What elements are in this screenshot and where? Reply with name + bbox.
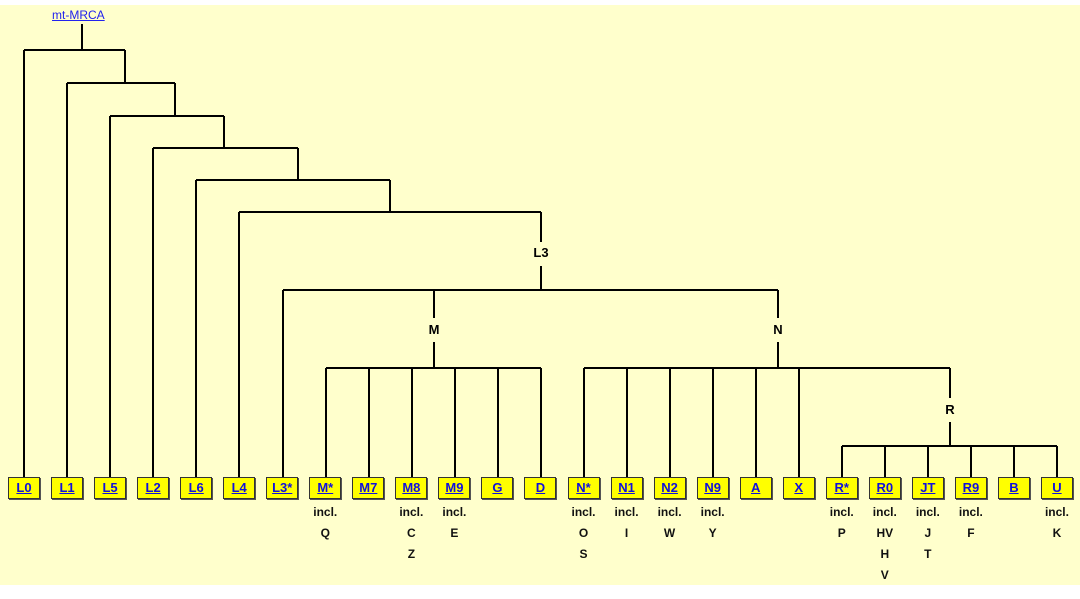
- haplogroup-link[interactable]: L1: [51, 477, 84, 499]
- haplogroup-link[interactable]: L4: [223, 477, 256, 499]
- leaf-haplogroup: N1 incl. I: [610, 477, 643, 544]
- leaf-haplogroup: L3*: [266, 477, 299, 499]
- subclade-label: J: [924, 526, 932, 540]
- leaf-haplogroup: L0: [8, 477, 40, 499]
- leaf-haplogroup: B: [997, 477, 1030, 499]
- subclade-label: W: [663, 526, 676, 540]
- includes-label: incl.: [571, 505, 596, 519]
- leaf-haplogroup: N9 incl. Y: [696, 477, 729, 544]
- haplogroup-link[interactable]: L2: [137, 477, 170, 499]
- subclade-label: Z: [407, 547, 416, 561]
- leaf-haplogroup: M7: [352, 477, 385, 499]
- leaf-haplogroup: A: [739, 477, 772, 499]
- subclade-label: Y: [708, 526, 717, 540]
- haplogroup-link[interactable]: G: [481, 477, 514, 499]
- includes-label: incl.: [1044, 505, 1069, 519]
- includes-label: incl.: [614, 505, 639, 519]
- leaf-haplogroup: L2: [137, 477, 170, 499]
- subclade-label: HV: [876, 526, 894, 540]
- includes-label: incl.: [399, 505, 424, 519]
- root-link-mt-mrca[interactable]: mt-MRCA: [52, 8, 105, 22]
- node-label-r: R: [945, 402, 955, 417]
- leaf-haplogroup: L1: [51, 477, 84, 499]
- haplogroup-link[interactable]: M9: [438, 477, 471, 499]
- haplogroup-link[interactable]: JT: [911, 477, 944, 499]
- leaf-haplogroup: L4: [223, 477, 256, 499]
- haplogroup-link[interactable]: M*: [309, 477, 342, 499]
- node-label-n: N: [773, 322, 783, 337]
- haplogroup-link[interactable]: U: [1040, 477, 1073, 499]
- subclade-label: P: [837, 526, 846, 540]
- leaf-haplogroup: D: [524, 477, 557, 499]
- subclade-label: C: [407, 526, 416, 540]
- node-label-l3: L3: [533, 245, 549, 260]
- includes-label: incl.: [958, 505, 983, 519]
- subclade-label: V: [880, 568, 889, 582]
- haplogroup-link[interactable]: A: [739, 477, 772, 499]
- haplogroup-link[interactable]: L5: [94, 477, 127, 499]
- leaf-haplogroup: R9 incl. F: [954, 477, 987, 544]
- leaf-haplogroup: L6: [180, 477, 213, 499]
- haplogroup-link[interactable]: R9: [954, 477, 987, 499]
- subclade-label: O: [578, 526, 589, 540]
- haplogroup-link[interactable]: N9: [696, 477, 729, 499]
- haplogroup-link[interactable]: M7: [352, 477, 385, 499]
- haplogroup-link[interactable]: R*: [825, 477, 858, 499]
- subclade-label: T: [924, 547, 932, 561]
- includes-label: incl.: [829, 505, 854, 519]
- leaf-haplogroup: G: [481, 477, 514, 499]
- leaf-haplogroup: L5: [94, 477, 127, 499]
- haplogroup-link[interactable]: D: [524, 477, 557, 499]
- haplogroup-link[interactable]: N*: [567, 477, 600, 499]
- includes-label: incl.: [872, 505, 897, 519]
- subclade-label: S: [579, 547, 588, 561]
- haplogroup-link[interactable]: L0: [8, 477, 40, 499]
- haplogroup-link[interactable]: L6: [180, 477, 213, 499]
- subclade-label: E: [450, 526, 459, 540]
- leaf-haplogroup: X: [782, 477, 815, 499]
- leaf-haplogroup: R* incl. P: [825, 477, 858, 544]
- subclade-label: I: [624, 526, 629, 540]
- includes-label: incl.: [442, 505, 467, 519]
- includes-label: incl.: [915, 505, 940, 519]
- haplogroup-link[interactable]: L3*: [266, 477, 299, 499]
- subclade-label: K: [1052, 526, 1062, 540]
- haplogroup-link[interactable]: N1: [610, 477, 643, 499]
- includes-label: incl.: [657, 505, 682, 519]
- haplogroup-link[interactable]: R0: [868, 477, 901, 499]
- node-label-m: M: [428, 322, 440, 337]
- haplogroup-link[interactable]: X: [782, 477, 815, 499]
- leaf-haplogroup: M* incl. Q: [309, 477, 342, 544]
- haplogroup-link[interactable]: M8: [395, 477, 428, 499]
- leaf-haplogroup: N2 incl. W: [653, 477, 686, 544]
- subclade-label: F: [967, 526, 975, 540]
- subclade-label: H: [880, 547, 890, 561]
- subclade-label: Q: [320, 526, 330, 540]
- haplogroup-link[interactable]: N2: [653, 477, 686, 499]
- leaf-haplogroup: M9 incl. E: [438, 477, 471, 544]
- includes-label: incl.: [313, 505, 338, 519]
- includes-label: incl.: [700, 505, 725, 519]
- haplogroup-link[interactable]: B: [997, 477, 1030, 499]
